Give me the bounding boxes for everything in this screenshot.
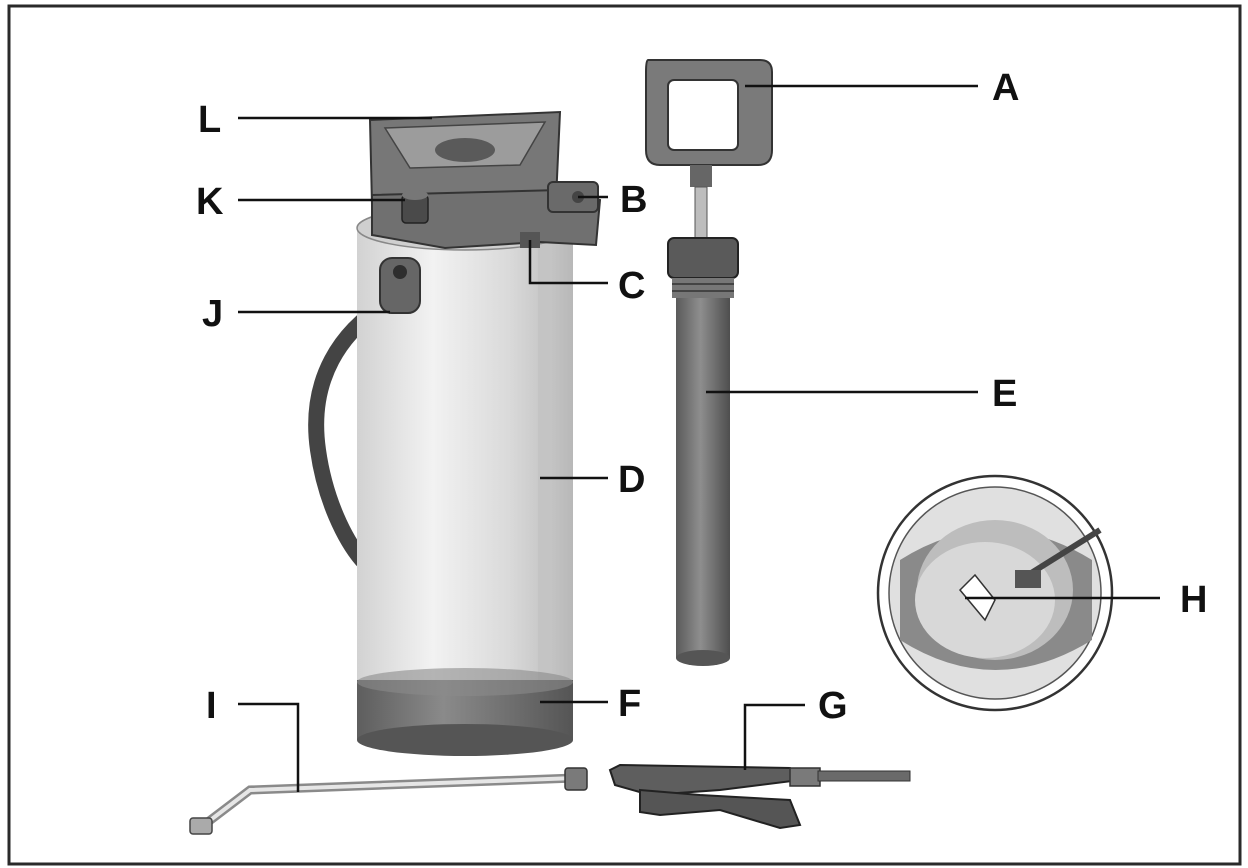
label-L: L bbox=[198, 99, 221, 141]
pump-illustration bbox=[645, 59, 773, 666]
pump-cylinder bbox=[676, 298, 730, 658]
label-G: G bbox=[818, 685, 848, 727]
tank-illustration bbox=[308, 110, 602, 756]
spray-gun bbox=[608, 763, 911, 830]
label-K: K bbox=[196, 181, 224, 223]
carry-strap bbox=[308, 292, 400, 568]
label-C: C bbox=[618, 265, 645, 307]
leader-G bbox=[743, 703, 805, 770]
label-J: J bbox=[202, 293, 223, 335]
label-A: A bbox=[992, 67, 1019, 109]
leader-lines bbox=[238, 84, 1160, 792]
leader-C bbox=[528, 240, 608, 285]
label-F: F bbox=[618, 683, 641, 725]
figure-border bbox=[7, 4, 1242, 866]
label-H: H bbox=[1180, 579, 1207, 621]
strap-mount bbox=[379, 257, 421, 314]
label-D: D bbox=[618, 459, 645, 501]
leader-I bbox=[238, 702, 300, 792]
part-labels: A B C D E F G H I J K L bbox=[196, 67, 1207, 727]
label-B: B bbox=[620, 179, 647, 221]
spray-lance bbox=[189, 767, 588, 835]
label-E: E bbox=[992, 373, 1017, 415]
label-I: I bbox=[206, 685, 217, 727]
inset-detail bbox=[876, 474, 1114, 712]
